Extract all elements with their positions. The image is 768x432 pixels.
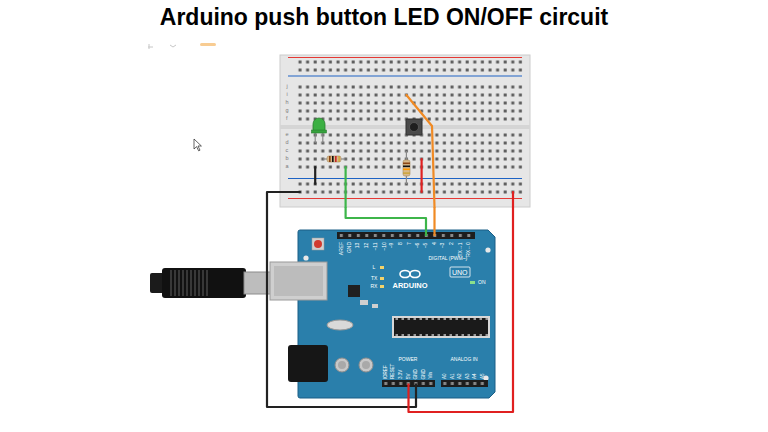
pin-label: 3.3V — [399, 370, 404, 379]
led-signal-wire — [346, 207, 426, 230]
pin-label: 2 — [449, 242, 454, 245]
resistor-symbol — [403, 151, 410, 184]
pin-label: GND — [414, 369, 419, 379]
pin-label: A4 — [473, 373, 478, 379]
pin-label: ~3 — [440, 242, 445, 248]
led-label: RX — [371, 284, 378, 289]
row-letter: h — [286, 100, 289, 106]
arduino-uno-board — [270, 230, 495, 398]
led-label: L — [373, 265, 376, 270]
breadboard — [280, 55, 530, 207]
model-label: UNO — [452, 269, 468, 276]
led-label: TX — [371, 276, 377, 281]
pin-label: AREF — [339, 242, 344, 255]
row-letter: c — [286, 148, 289, 154]
arduino-uno-board: AREFGND1312~11~10~987~6~54~32TX→1RX←0DIG… — [298, 230, 495, 398]
black-jumper — [315, 167, 316, 184]
toolbar-icons — [148, 43, 216, 49]
board-label: ANALOG IN — [451, 357, 478, 362]
green-led — [312, 118, 327, 143]
push-button — [406, 119, 422, 135]
wire-ends-on-breadboard — [280, 95, 513, 207]
breadboard: jihgf edcba — [280, 55, 530, 207]
pin-label: GND — [421, 369, 426, 379]
pin-label: A1 — [450, 373, 455, 379]
row-letter: j — [287, 84, 288, 90]
pin-label: RX←0 — [466, 242, 471, 257]
pin-label: A5 — [480, 373, 485, 379]
pin-label: RESET — [391, 364, 396, 379]
brand-logo: ARDUINO — [393, 282, 428, 290]
row-letter: f — [286, 116, 288, 122]
pin-label: ~9 — [389, 242, 394, 248]
pin-label: A0 — [443, 373, 448, 379]
pin-label: 12 — [364, 242, 369, 248]
red-jumper — [421, 159, 422, 192]
pin-label: TX→1 — [458, 242, 463, 256]
led-label: ON — [478, 280, 486, 285]
pin-label: A2 — [458, 373, 463, 379]
row-letter: d — [286, 140, 289, 146]
row-letter: g — [286, 108, 289, 114]
pin-label: IOREF — [384, 365, 389, 379]
resistor-symbol — [323, 156, 346, 162]
pin-label: 13 — [355, 242, 360, 248]
pin-label: 7 — [406, 242, 411, 245]
ground-wire — [267, 192, 416, 407]
pin-label: ~6 — [415, 242, 420, 248]
board-label: POWER — [399, 357, 418, 362]
pin-label: ~10 — [381, 242, 386, 250]
power-wire — [409, 207, 514, 412]
board-label: DIGITAL (PWM~) — [429, 256, 468, 261]
row-letter: a — [286, 164, 289, 170]
pin-label: ~11 — [373, 242, 378, 250]
pin-label: ~5 — [423, 242, 428, 248]
pin-label: 5V — [406, 373, 411, 379]
title: Arduino push button LED ON/OFF circuit — [0, 4, 768, 30]
button-signal-wire — [433, 207, 435, 230]
pin-label: 8 — [398, 242, 403, 245]
row-letter: b — [286, 156, 289, 162]
row-letter: e — [286, 132, 289, 138]
pin-label: 4 — [432, 242, 437, 245]
row-letter: i — [287, 92, 288, 98]
pin-label: GND — [347, 242, 352, 253]
pin-label: Vin — [428, 372, 433, 379]
mouse-cursor — [194, 139, 201, 151]
pin-label: A3 — [465, 373, 470, 379]
